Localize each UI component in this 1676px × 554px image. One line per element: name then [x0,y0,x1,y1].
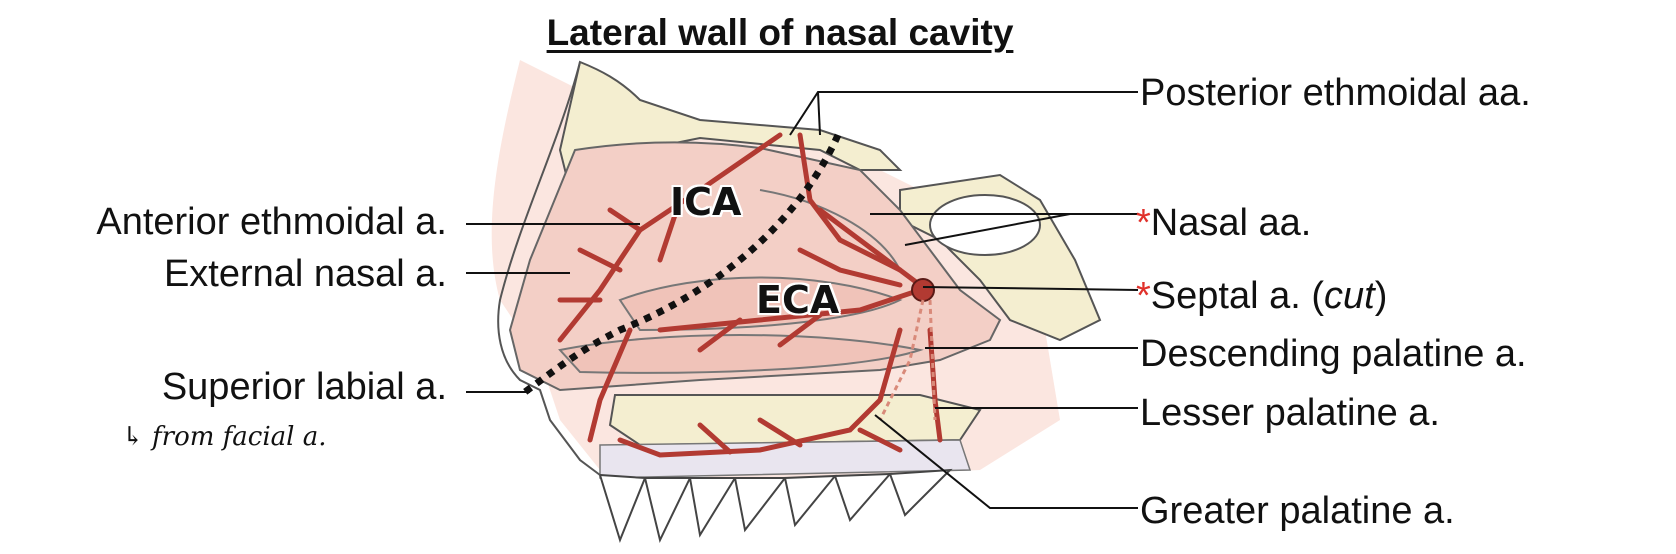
label-anterior-ethmoidal: Anterior ethmoidal a. [96,201,447,243]
palate-mucosa [599,439,972,479]
teeth [598,468,953,543]
nasal-arteries [817,207,923,288]
label-septal-cut: cut [1324,275,1375,317]
label-lesser-palatine: Lesser palatine a. [1140,392,1440,434]
inferior-concha [558,334,924,374]
label-posterior-ethmoidal: Posterior ethmoidal aa. [1140,72,1531,114]
nose-outline [497,61,601,476]
greater-palatine-artery [617,327,903,458]
diagram-title: Lateral wall of nasal cavity [546,12,1014,53]
asterisk-marker: * [1136,275,1151,317]
leader-lines [466,91,1139,509]
posterior-lateral-nasal [657,287,923,333]
label-septal-text: Septal a. ( [1150,275,1325,317]
label-nasal-arteries: *Nasal aa. [1136,204,1311,242]
label-superior-labial: Superior labial a. [161,366,447,408]
septal-artery-cut [911,278,935,302]
leader-nasal [870,213,1138,246]
descending-palatine-artery [878,299,925,421]
mucosa-wall [508,141,1002,392]
arteries [557,132,943,458]
label-descending-palatine: Descending palatine a. [1140,333,1527,375]
leader-septal [922,286,1139,291]
leader-greater-palatine [874,414,1138,509]
label-septal-artery: *Septal a. (cut) [1136,277,1387,315]
superior-concha [759,189,901,271]
sphenoid-sinus [929,194,1041,256]
ica-eca-boundary [522,133,842,395]
label-septal-close: ) [1374,275,1388,317]
region-label-eca: ECA [756,278,840,322]
leader-posterior-ethmoidal [789,91,1138,136]
posterior-ethmoidal-artery [797,132,903,273]
asterisk-marker: * [1136,202,1151,244]
label-external-nasal: External nasal a. [163,253,447,295]
handwritten-note: ↳ from facial a. [122,422,327,452]
region-label-ica: ICA [670,180,742,224]
hard-palate [608,394,982,447]
label-greater-palatine: Greater palatine a. [1140,490,1455,532]
label-nasal-text: Nasal aa. [1150,202,1312,244]
